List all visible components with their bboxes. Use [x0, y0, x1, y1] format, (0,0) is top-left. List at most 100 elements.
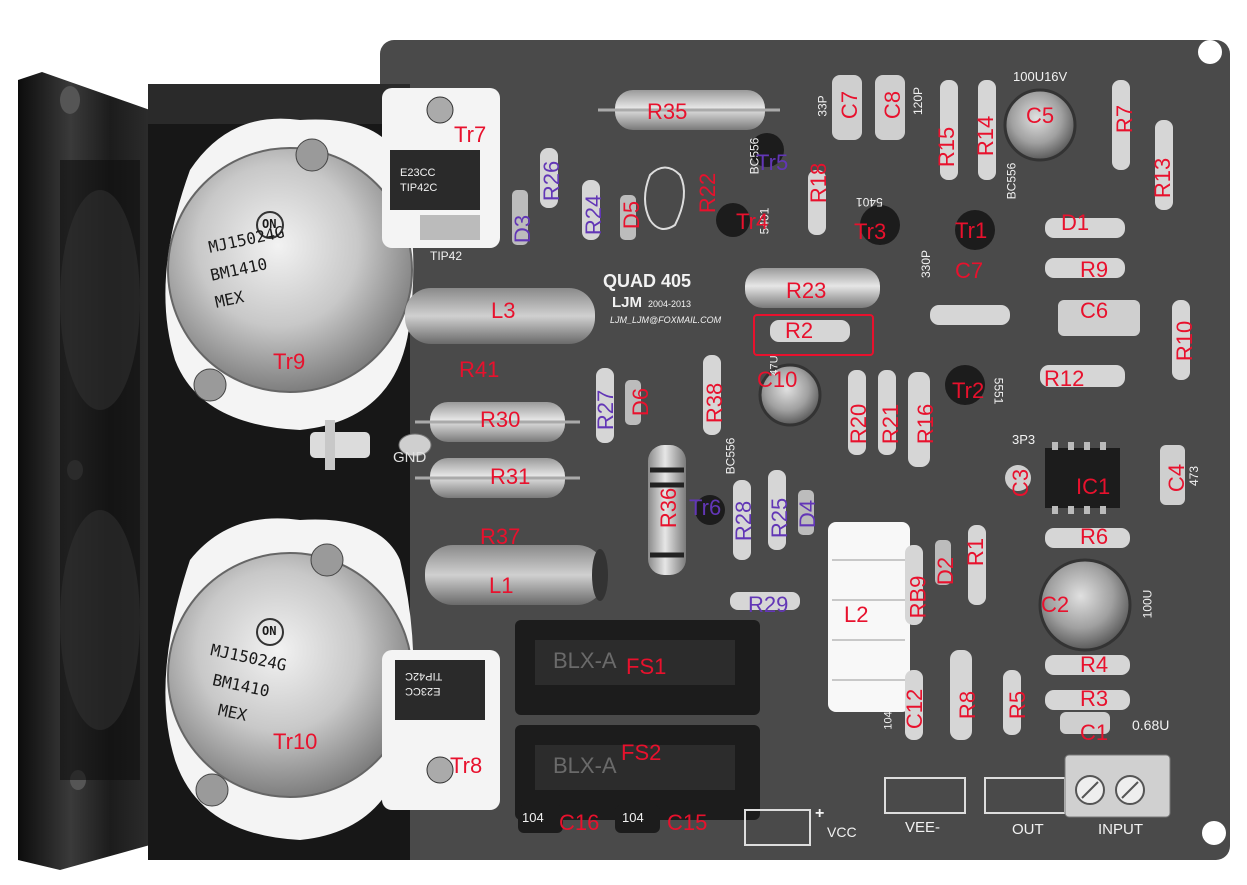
label-r6: R6 [1080, 524, 1109, 549]
label-d2: D2 [933, 556, 959, 586]
label-r4: R4 [1080, 652, 1109, 677]
label-r24: R24 [581, 194, 607, 236]
label-c12: C12 [902, 688, 928, 730]
label-r35: R35 [647, 99, 688, 124]
tr3-part-number: 5401 [856, 195, 883, 209]
label-r9: R9 [1080, 257, 1109, 282]
label-fs1: FS1 [626, 654, 667, 679]
tr7-date-code: E23CC [400, 167, 436, 179]
label-tr8: Tr8 [450, 753, 483, 778]
label-d3: D3 [510, 214, 536, 244]
label-r37: R37 [480, 524, 521, 549]
label-c4: C4 [1164, 463, 1190, 493]
label-r36: R36 [656, 487, 682, 529]
label-r5: R5 [1005, 690, 1031, 720]
tr9-brand: ON [262, 217, 277, 231]
label-d1: D1 [1061, 210, 1090, 235]
label-r12: R12 [1044, 366, 1085, 391]
label-tr1: Tr1 [955, 218, 988, 243]
label-r10: R10 [1172, 320, 1198, 362]
vcc-connector-label: VCC [827, 824, 857, 840]
label-r23: R23 [786, 278, 827, 303]
label-tr7: Tr7 [454, 122, 487, 147]
label-r15: R15 [934, 126, 960, 168]
label-r20: R20 [846, 403, 872, 445]
label-r16: R16 [913, 403, 939, 445]
label-tr9: Tr9 [273, 349, 306, 374]
gnd-label: GND [393, 449, 427, 466]
label-r13: R13 [1150, 157, 1176, 199]
label-r8: R8 [955, 690, 981, 720]
label-r30: R30 [480, 407, 521, 432]
label-r25: R25 [767, 497, 793, 539]
board-years: 2004-2013 [648, 299, 692, 309]
label-c8: C8 [880, 90, 906, 120]
label-tr6: Tr6 [689, 495, 722, 520]
label-c16: C16 [559, 810, 600, 835]
c7b-value: 330P [919, 249, 934, 279]
fs2-brand: BLX-A [553, 753, 617, 778]
label-r14: R14 [973, 115, 999, 157]
label-l3: L3 [491, 298, 516, 323]
c16-value: 104 [522, 810, 544, 825]
label-r26: R26 [539, 160, 565, 202]
label-r29: R29 [748, 592, 789, 617]
c8-value: 120P [911, 86, 926, 116]
label-r28: R28 [731, 500, 757, 542]
label-tr3: Tr3 [854, 219, 887, 244]
fs1-brand: BLX-A [553, 648, 617, 673]
label-r2: R2 [785, 318, 814, 343]
label-r18: R18 [806, 162, 832, 204]
label-d5: D5 [619, 200, 645, 230]
c4-value: 473 [1187, 465, 1202, 487]
label-r31: R31 [490, 464, 531, 489]
tr10-brand: ON [262, 624, 277, 638]
tr6-part-number: BC556 [723, 437, 738, 475]
out-connector-label: OUT [1012, 821, 1044, 838]
label-c15: C15 [667, 810, 708, 835]
c3-value: 3P3 [1012, 432, 1036, 447]
board-email: LJM_LJM@FOXMAIL.COM [610, 315, 722, 325]
label-c5: C5 [1026, 103, 1055, 128]
label-ic1: IC1 [1076, 474, 1111, 499]
vee-connector-label: VEE- [905, 819, 941, 836]
label-r21: R21 [878, 403, 904, 445]
c5-value: 100U16V [1013, 69, 1068, 84]
label-c7-mid: C7 [955, 258, 984, 283]
label-tr10: Tr10 [273, 729, 318, 754]
c15-value: 104 [622, 810, 644, 825]
label-r27: R27 [593, 389, 619, 431]
label-c1: C1 [1080, 720, 1109, 745]
label-r38: R38 [702, 382, 728, 424]
label-r22: R22 [695, 172, 721, 214]
tr8-body-part: TIP42C [405, 670, 443, 682]
label-l2: L2 [844, 602, 869, 627]
label-tr2: Tr2 [952, 378, 985, 403]
c1-value: 0.68U [1132, 717, 1170, 733]
tr8-date-code: E23CC [405, 685, 441, 697]
label-d6: D6 [628, 387, 654, 417]
label-d4: D4 [795, 499, 821, 529]
label-r7: R7 [1112, 104, 1138, 134]
label-r1: R1 [963, 537, 989, 567]
c2-value: 100U [1140, 589, 1155, 619]
tr1-part-number: BC556 [1004, 162, 1019, 200]
label-c3: C3 [1008, 468, 1034, 498]
label-c7-top: C7 [837, 90, 863, 120]
label-tr4: Tr4 [736, 209, 769, 234]
label-c6: C6 [1080, 298, 1109, 323]
input-connector-label: INPUT [1098, 821, 1143, 838]
tr7-part-number: TIP42 [430, 249, 463, 263]
c7-value: 33P [815, 95, 830, 117]
label-l1: L1 [489, 573, 514, 598]
label-fs2: FS2 [621, 740, 662, 765]
label-tr5: Tr5 [756, 150, 789, 175]
label-r3: R3 [1080, 686, 1109, 711]
r2-highlight-box [753, 314, 874, 356]
board-title: QUAD 405 [603, 271, 692, 291]
vcc-plus-sign: + [815, 805, 825, 822]
c12-value: 104 [882, 711, 895, 730]
board-author: LJM [612, 294, 642, 311]
